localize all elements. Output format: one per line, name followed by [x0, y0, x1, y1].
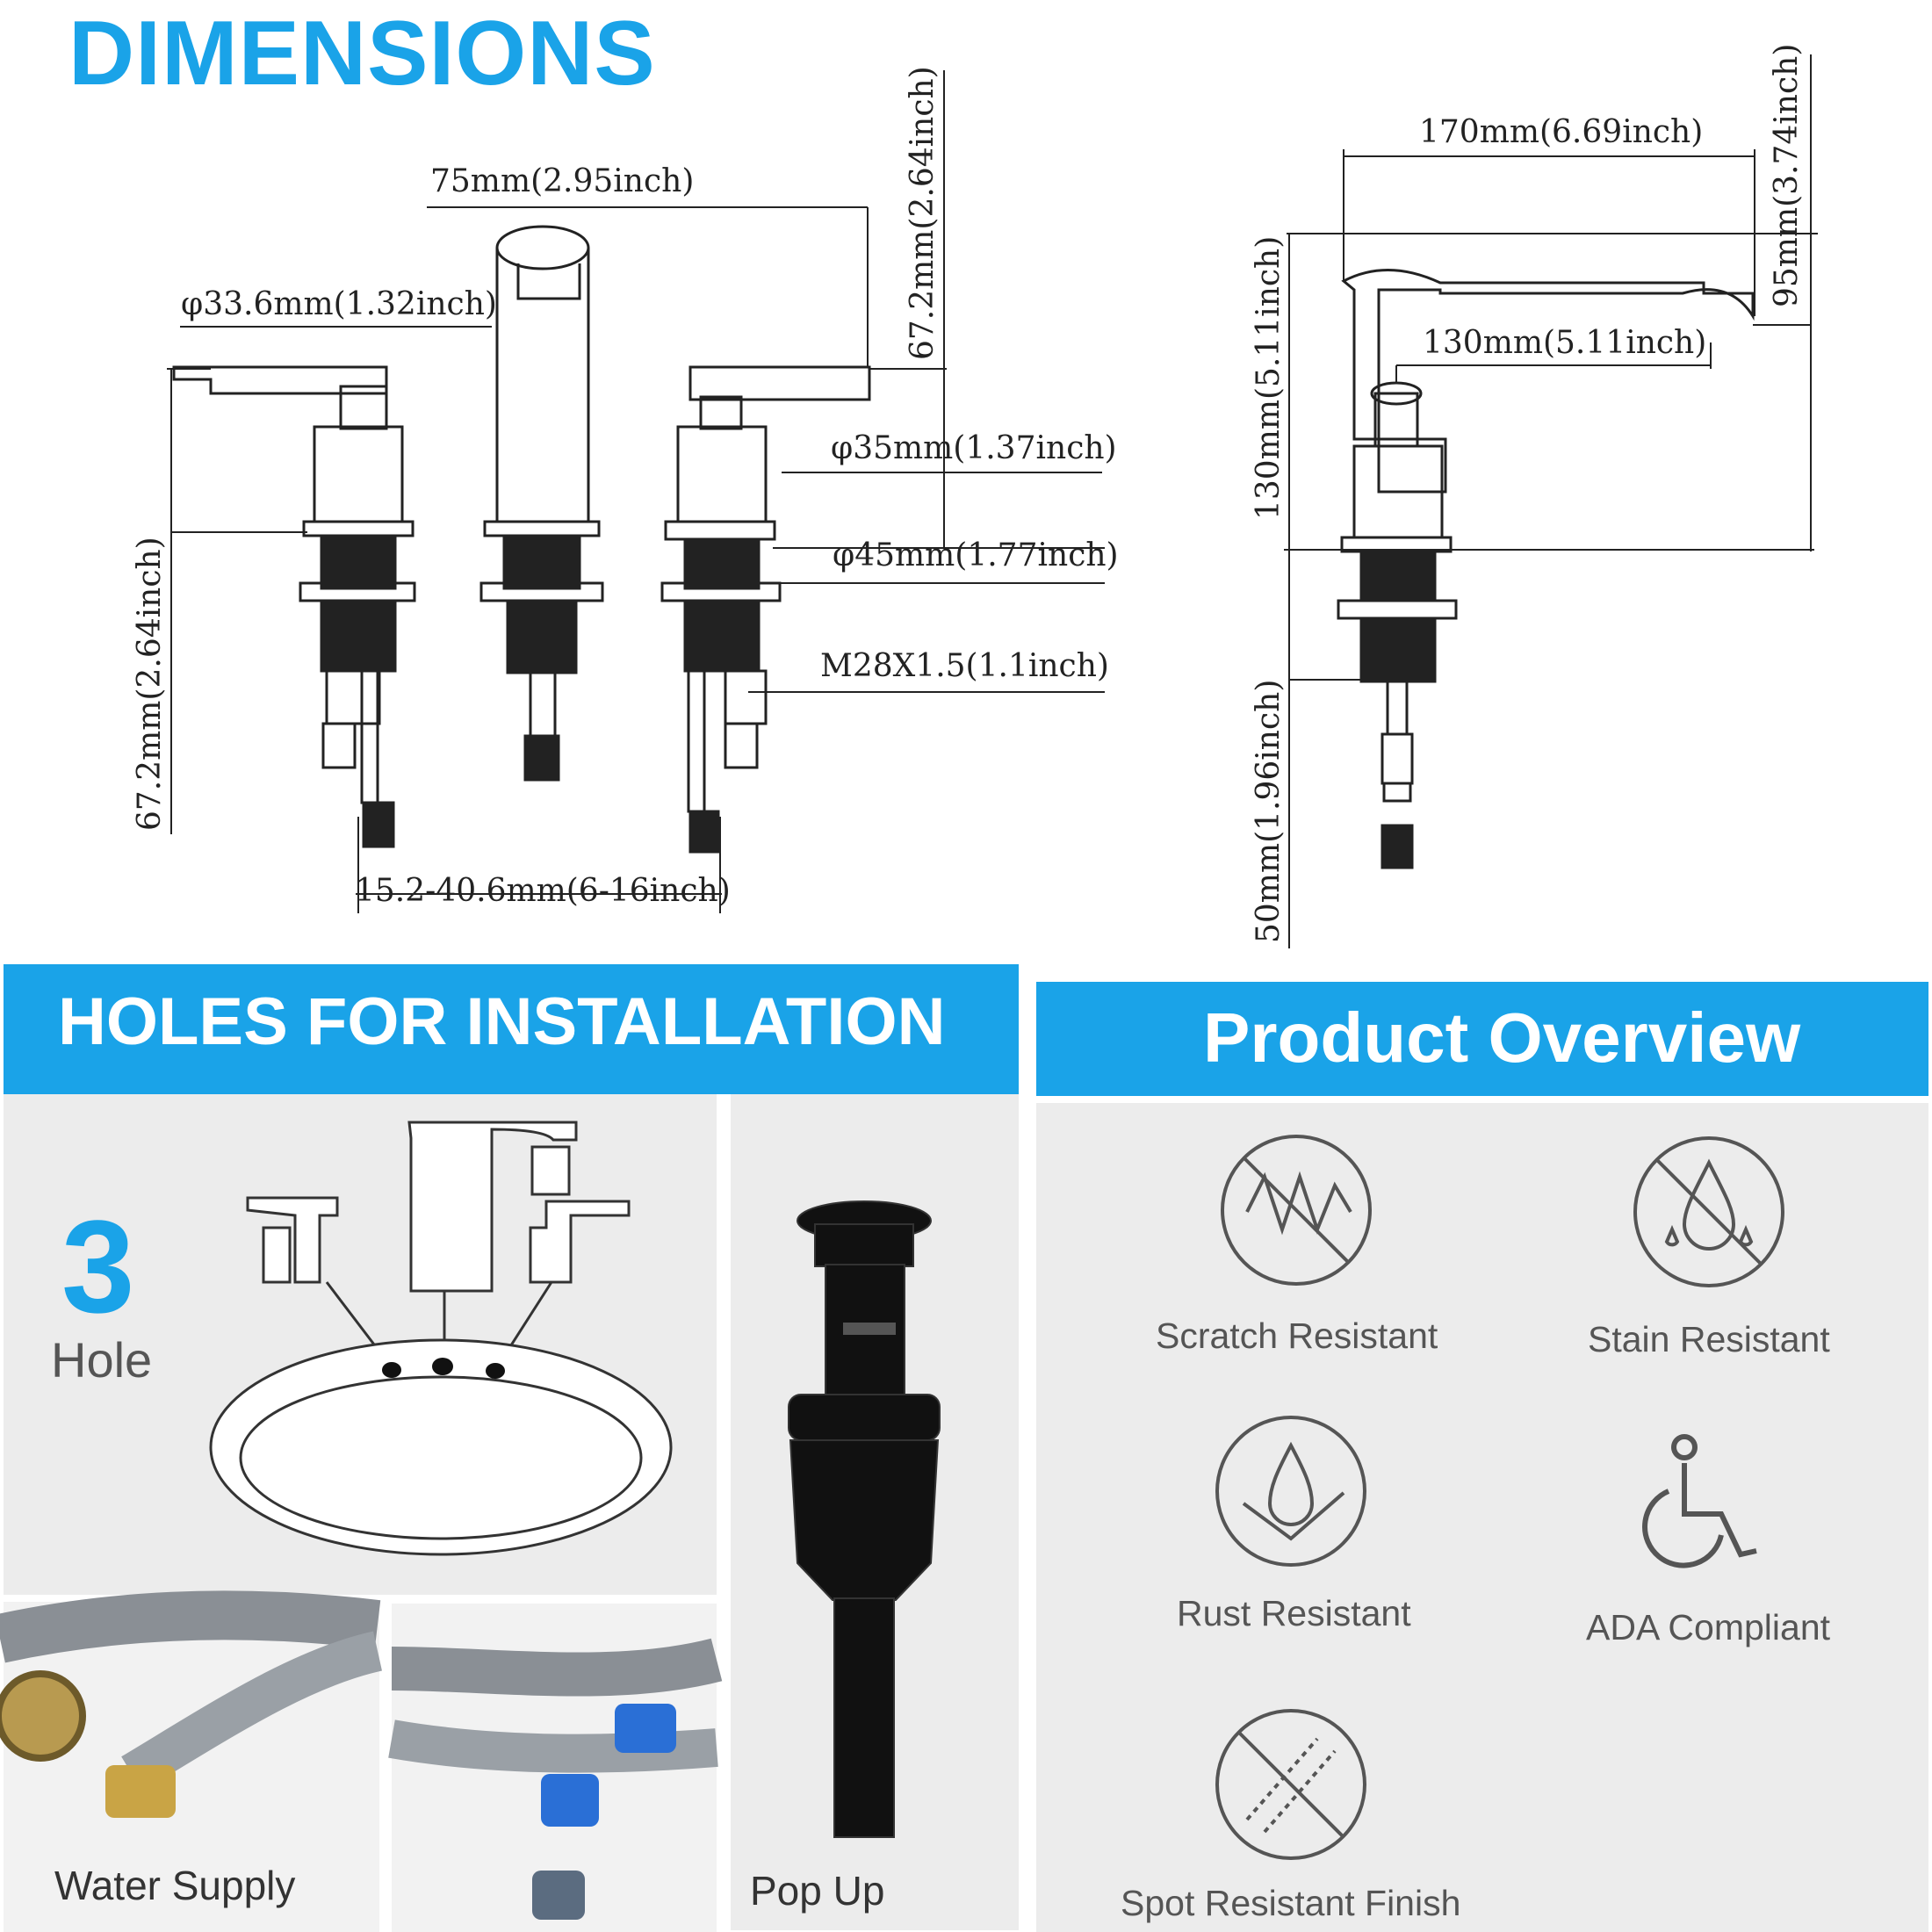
- feature-label-scratch: Scratch Resistant: [1156, 1316, 1438, 1356]
- dimensions-title: DIMENSIONS: [68, 3, 656, 105]
- ada-compliant-icon: [1642, 1434, 1757, 1568]
- feature-label-stain: Stain Resistant: [1588, 1319, 1830, 1359]
- hole-label: Hole: [51, 1332, 153, 1388]
- dim-spout-reach: 75mm(2.95inch): [430, 163, 695, 199]
- dim-base-diameter: φ45mm(1.77inch): [833, 537, 1119, 573]
- overview-panel: [1036, 1103, 1928, 1932]
- stain-resistant-icon: [1633, 1136, 1784, 1287]
- overview-title: Product Overview: [1203, 998, 1801, 1077]
- front-view-drawing: [167, 70, 1105, 913]
- installation-title: HOLES FOR INSTALLATION: [58, 984, 946, 1059]
- dim-side-length: 170mm(6.69inch): [1419, 114, 1704, 150]
- dim-side-reach: 130mm(5.11inch): [1423, 325, 1707, 361]
- overview-banner: Product Overview: [1036, 982, 1928, 1096]
- spot-resistant-icon: [1215, 1709, 1366, 1860]
- installation-banner: HOLES FOR INSTALLATION: [4, 964, 1019, 1094]
- feature-label-ada: ADA Compliant: [1586, 1607, 1831, 1647]
- dim-thread: M28X1.5(1.1inch): [820, 648, 1109, 684]
- scratch-resistant-icon: [1221, 1135, 1372, 1286]
- hose-caption: Water Supply: [54, 1863, 296, 1908]
- side-view-drawing: [1284, 54, 1818, 948]
- dim-handle-diameter: φ33.6mm(1.32inch): [181, 286, 497, 322]
- dim-spread: 15.2-40.6mm(6-16inch): [355, 873, 731, 909]
- feature-label-spot: Spot Resistant Finish: [1121, 1883, 1461, 1923]
- rust-resistant-icon: [1215, 1416, 1366, 1567]
- feature-label-rust: Rust Resistant: [1177, 1593, 1411, 1633]
- hole-count: 3: [61, 1193, 135, 1340]
- drain-caption: Pop Up: [750, 1868, 885, 1914]
- dim-body-diameter: φ35mm(1.37inch): [831, 430, 1117, 466]
